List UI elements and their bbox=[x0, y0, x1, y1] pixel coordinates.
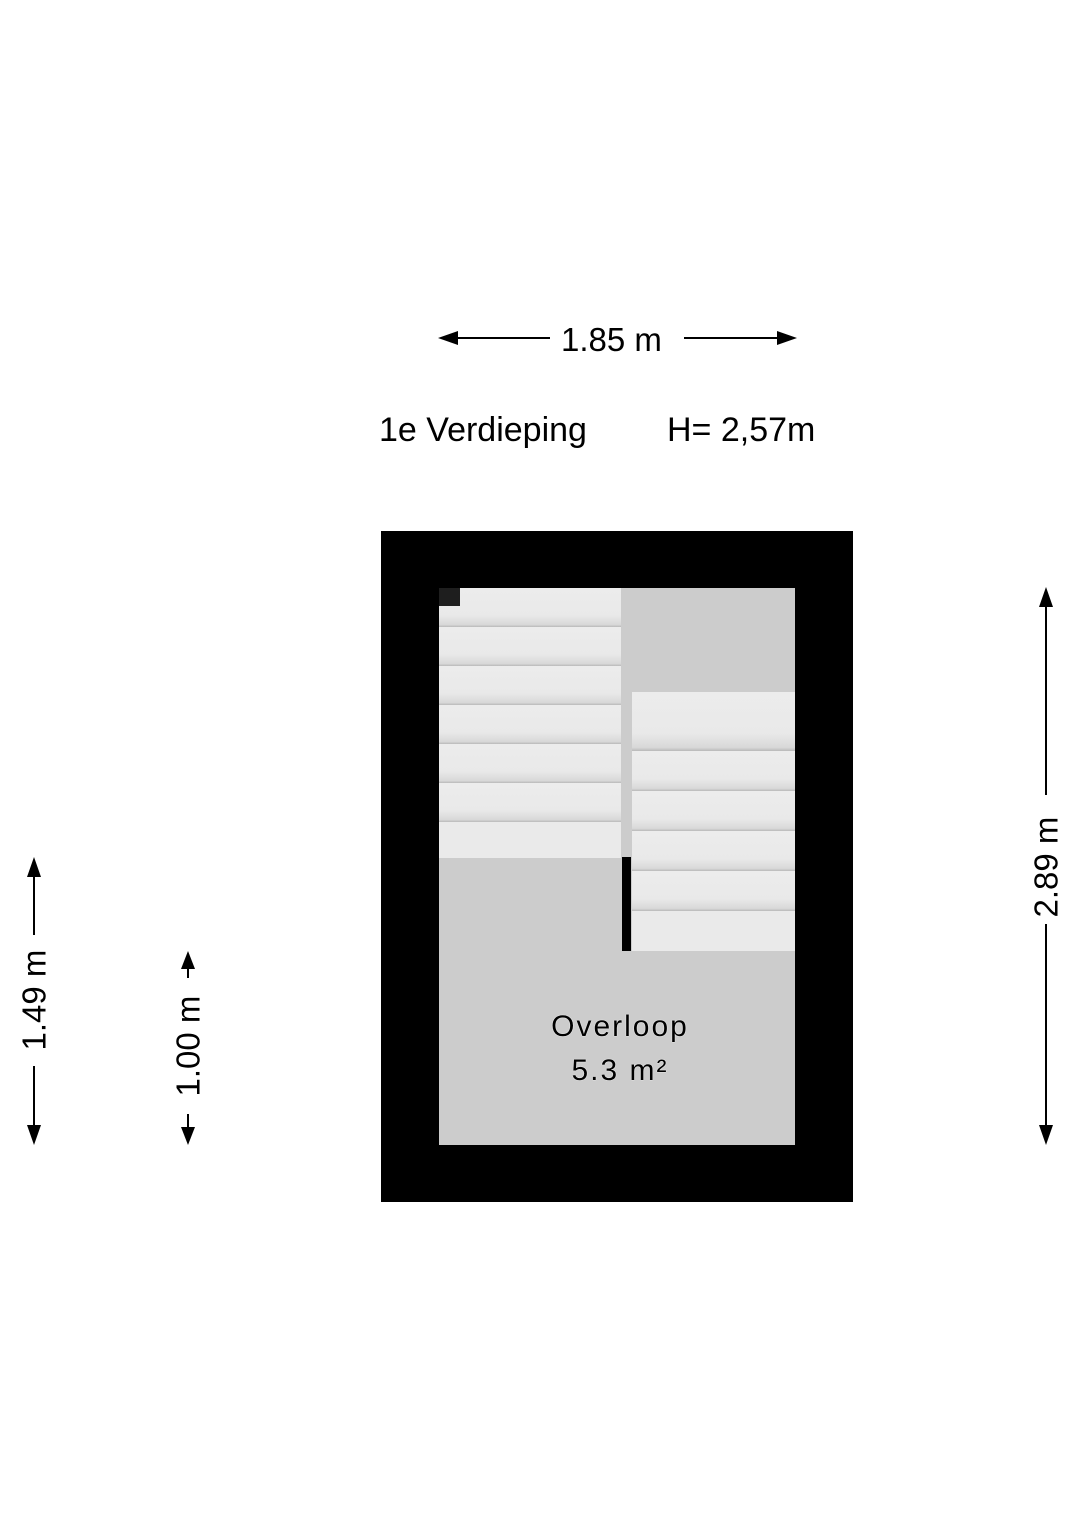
stair-tread bbox=[632, 791, 795, 831]
floor-name: 1e Verdieping bbox=[379, 411, 587, 449]
height-dimension-left-inner-label: 1.00 m bbox=[169, 995, 207, 1097]
room-name: Overloop bbox=[551, 1010, 689, 1043]
stair-tread bbox=[439, 627, 621, 666]
width-dimension-label: 1.85 m bbox=[561, 321, 662, 358]
stair-partition-wall bbox=[622, 857, 631, 951]
stair-tread bbox=[632, 871, 795, 911]
staircase-right-flight bbox=[632, 692, 795, 951]
dimension-arrow-down-icon bbox=[27, 1066, 41, 1145]
stair-tread bbox=[632, 831, 795, 871]
stair-tread bbox=[439, 705, 621, 744]
stair-tread bbox=[439, 822, 621, 858]
dimension-arrow-right-icon bbox=[684, 331, 797, 345]
dimension-arrow-up-icon bbox=[27, 857, 41, 935]
dimension-arrow-left-icon bbox=[438, 331, 550, 345]
height-dimension-right-label: 2.89 m bbox=[1027, 816, 1065, 918]
stair-tread bbox=[439, 666, 621, 705]
stair-tread bbox=[439, 744, 621, 783]
stair-tread bbox=[632, 911, 795, 951]
corner-post bbox=[439, 588, 460, 606]
stair-tread bbox=[632, 692, 795, 751]
stair-tread bbox=[439, 588, 621, 627]
room-area: 5.3 m² bbox=[571, 1053, 669, 1087]
stair-tread bbox=[632, 751, 795, 791]
stair-tread bbox=[439, 783, 621, 822]
dimension-arrow-down-icon bbox=[181, 1114, 195, 1145]
dimension-arrow-down-icon bbox=[1039, 924, 1053, 1145]
dimension-arrow-up-icon bbox=[1039, 587, 1053, 795]
room-overloop-label: Overloop 5.3 m² bbox=[439, 1005, 801, 1092]
dimension-arrow-up-icon bbox=[181, 951, 195, 978]
height-dimension-left-outer-label: 1.49 m bbox=[15, 949, 53, 1051]
floor-height: H= 2,57m bbox=[667, 411, 816, 449]
staircase-left-flight bbox=[439, 588, 621, 858]
